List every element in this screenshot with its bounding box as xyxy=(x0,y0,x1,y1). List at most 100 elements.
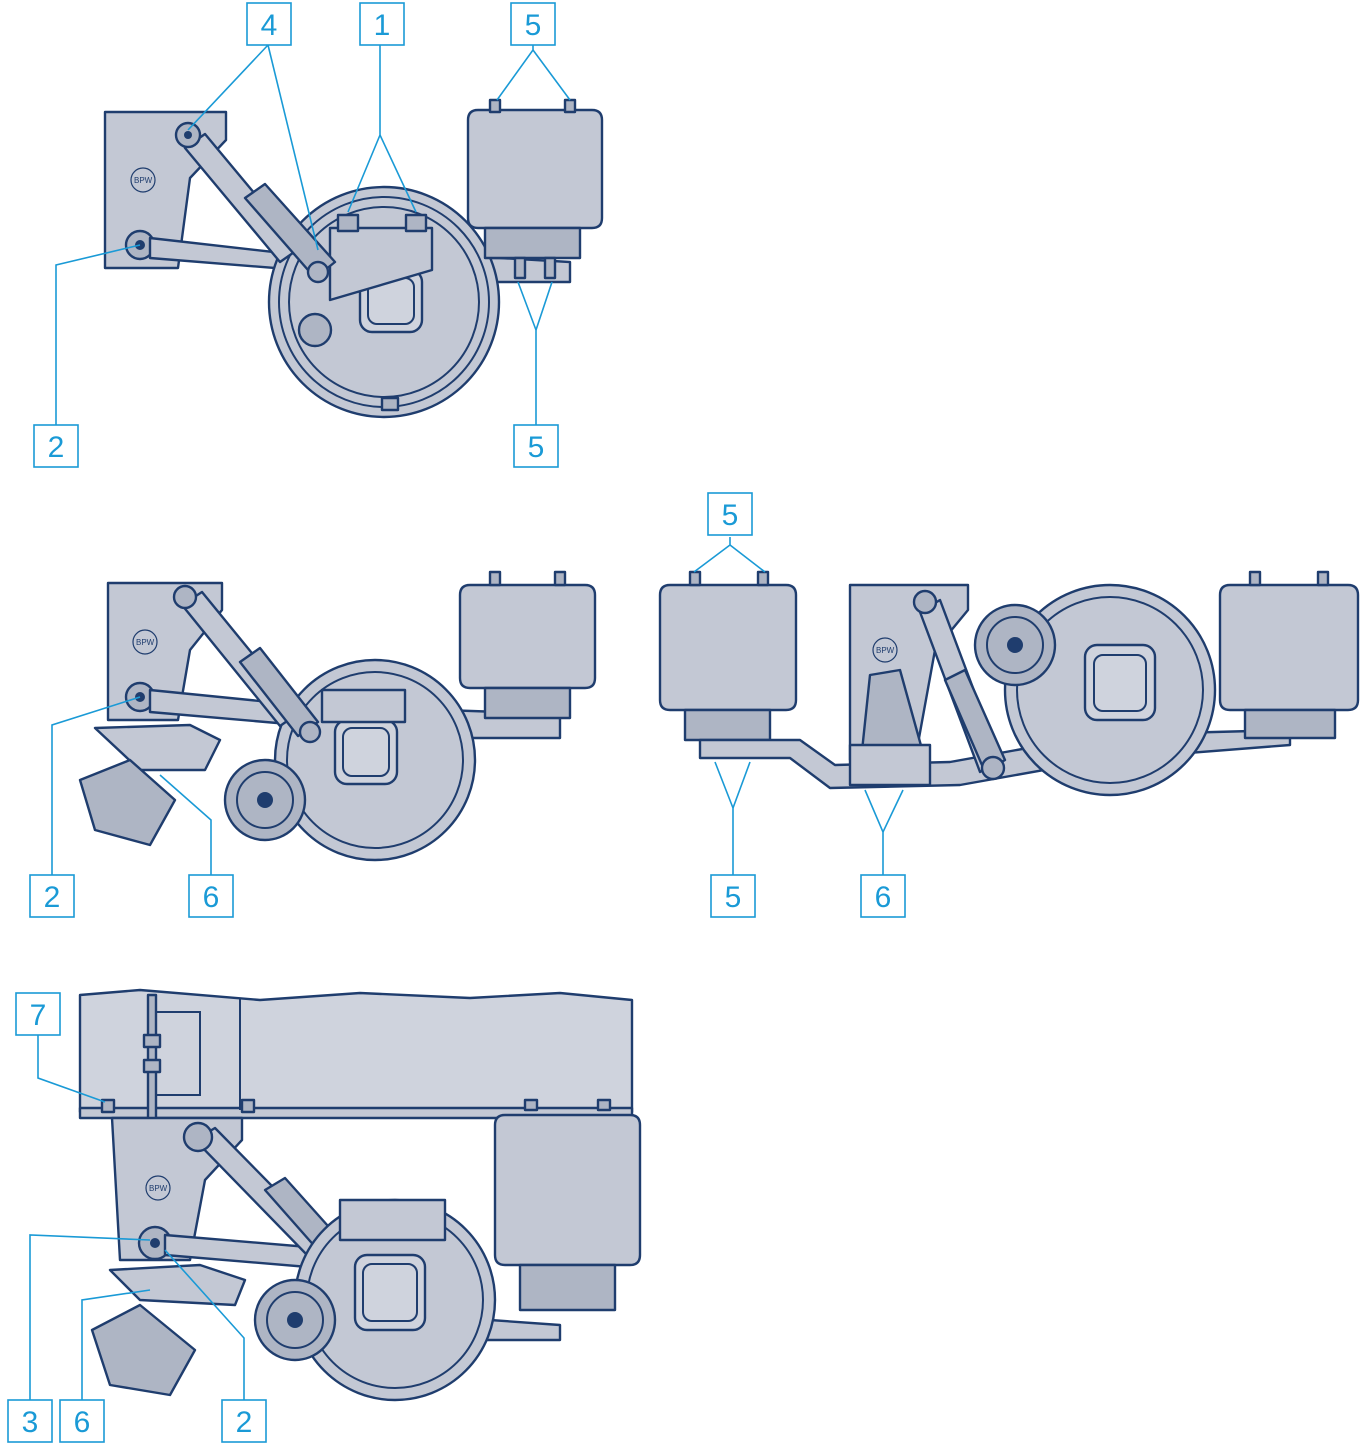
callout-4: 4 xyxy=(246,2,292,46)
axle-tube-inner xyxy=(362,1263,418,1322)
air-spring-piston-left xyxy=(683,708,772,742)
air-spring-stud-left xyxy=(488,98,502,114)
brake-caliper-actuator-hub xyxy=(257,792,273,808)
air-spring-piston xyxy=(518,1263,617,1312)
weld-bolt-left xyxy=(100,1098,116,1114)
air-spring-piston xyxy=(483,226,582,260)
leader-6a xyxy=(864,789,884,875)
shock-lower-mount xyxy=(980,755,1006,781)
weld-bolt-right xyxy=(240,1098,256,1114)
brake-caliper-actuator-ring xyxy=(236,771,294,829)
leader-5c xyxy=(714,761,734,875)
svg-text:5: 5 xyxy=(725,881,742,914)
callout-1: 1 xyxy=(359,2,405,46)
axle-seat xyxy=(328,226,434,302)
air-spring-stud-right-a xyxy=(1248,570,1262,587)
brake-disc-ring xyxy=(1016,596,1204,784)
air-spring-stud-right xyxy=(553,570,567,587)
lift-axle-plate xyxy=(108,1263,247,1307)
shock-upper-mount xyxy=(172,584,198,610)
callout-5-top: 5 xyxy=(707,492,753,536)
air-spring-stud-left xyxy=(488,570,502,587)
callout-6: 6 xyxy=(860,874,906,918)
svg-text:5: 5 xyxy=(525,9,542,42)
drum-inspection-cover xyxy=(380,396,400,412)
brake-caliper-actuator-ring xyxy=(986,616,1044,674)
shock-absorber-body xyxy=(943,668,1007,774)
shock-lower-mount xyxy=(306,260,330,284)
svg-text:5: 5 xyxy=(528,431,545,464)
brake-caliper-actuator-ring xyxy=(266,1291,324,1349)
axle-tube-inner xyxy=(1093,654,1147,712)
air-spring-bellows xyxy=(466,108,604,230)
air-spring-bellows xyxy=(493,1113,642,1267)
leader-5d xyxy=(535,281,553,331)
svg-text:6: 6 xyxy=(203,881,220,914)
axle-tube xyxy=(353,1253,427,1332)
svg-text:6: 6 xyxy=(875,881,892,914)
bpw-logo-ring xyxy=(132,629,158,655)
leader-5a xyxy=(693,537,731,573)
leader-6b xyxy=(882,789,904,833)
air-spring-stud-right-b xyxy=(1316,570,1330,587)
leader-5b xyxy=(532,49,571,101)
leader-3 xyxy=(29,1234,151,1400)
callout-5: 5 xyxy=(510,2,556,46)
svg-text:6: 6 xyxy=(74,1406,91,1439)
svg-text:3: 3 xyxy=(22,1406,39,1439)
air-spring-stud-right xyxy=(563,98,577,114)
leader-5c xyxy=(517,281,537,428)
shock-upper-mount xyxy=(182,1121,214,1153)
air-spring-bellows-right xyxy=(1218,583,1360,712)
brake-caliper-actuator-hub xyxy=(287,1312,303,1328)
axle-tube xyxy=(1083,643,1157,722)
leader-1b xyxy=(379,134,417,213)
bpw-logo-ring xyxy=(872,637,898,663)
callout-2: 2 xyxy=(33,424,79,468)
pivot-bolt xyxy=(150,1238,160,1248)
bpw-logo: BPW xyxy=(134,176,153,185)
leader-2 xyxy=(55,244,141,428)
air-spring-piston xyxy=(483,686,572,720)
axle-tube-inner xyxy=(342,727,390,777)
air-spring-lower-stud-right xyxy=(543,256,557,280)
rod-nut-lower xyxy=(142,1058,162,1074)
air-spring-stud-left-a xyxy=(688,570,702,587)
callout-6: 6 xyxy=(59,1399,105,1443)
callout-5-lower: 5 xyxy=(513,424,559,468)
axle-seat xyxy=(338,1198,447,1242)
air-spring-bellows xyxy=(458,583,597,690)
spring-mount-bolt-right xyxy=(596,1098,612,1112)
diagram-3: BPW 5 5 xyxy=(658,492,1360,918)
air-spring-stud-left-b xyxy=(756,570,770,587)
svg-text:7: 7 xyxy=(30,999,47,1032)
lift-axle-plate xyxy=(93,723,222,772)
bpw-logo-ring xyxy=(130,167,156,193)
svg-text:1: 1 xyxy=(374,9,391,42)
leader-5b xyxy=(729,544,766,573)
spring-mount-bolt-left xyxy=(523,1098,539,1112)
chassis-beam xyxy=(78,988,634,1114)
air-spring-lower-stud-left xyxy=(513,256,527,280)
bpw-logo: BPW xyxy=(149,1184,168,1193)
leader-5a xyxy=(496,45,534,101)
callout-2: 2 xyxy=(29,874,75,918)
bpw-logo-ring xyxy=(145,1175,171,1201)
leader-2 xyxy=(51,696,141,875)
svg-text:2: 2 xyxy=(48,431,65,464)
shock-upper-bolt xyxy=(184,131,192,139)
leader-7 xyxy=(37,1035,106,1103)
bracket-foot xyxy=(848,743,932,787)
leader-6 xyxy=(159,774,212,875)
axle-seat xyxy=(320,688,407,724)
callout-3: 3 xyxy=(7,1399,53,1443)
diagram-4: BPW 7 3 xyxy=(7,988,642,1443)
leader-6 xyxy=(81,1289,151,1400)
svg-text:2: 2 xyxy=(236,1406,253,1439)
brake-caliper-actuator-hub xyxy=(1007,637,1023,653)
chassis-bottom-flange xyxy=(78,1106,634,1120)
air-spring-bellows-left xyxy=(658,583,798,712)
leader-5d xyxy=(732,761,751,809)
callout-6: 6 xyxy=(188,874,234,918)
